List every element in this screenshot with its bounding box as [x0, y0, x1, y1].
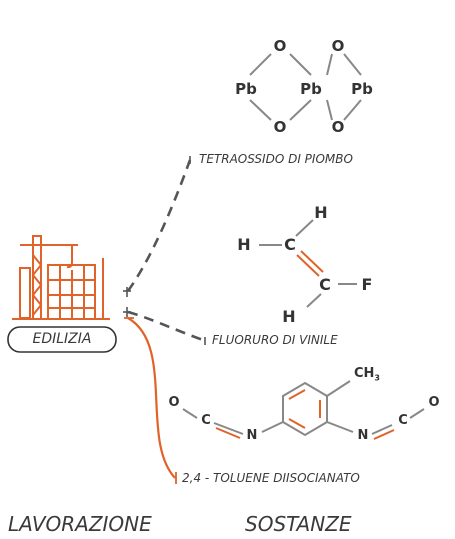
connector-ticks: [123, 156, 206, 345]
vinyl-double-bond: [296, 250, 324, 277]
atom-h: H: [282, 307, 296, 326]
bond: [289, 99, 312, 121]
atom-c: C: [201, 413, 211, 428]
lead-oxide-bonds: [249, 53, 362, 121]
bond-c1-n1-double: [215, 427, 241, 439]
bond-n2-c2: [371, 424, 393, 435]
bond: [343, 53, 362, 76]
bond: [289, 53, 312, 76]
bond: [326, 53, 333, 76]
tdi-structure: [182, 380, 425, 440]
atom-c: C: [398, 413, 408, 428]
atom-n: N: [246, 428, 258, 443]
bond: [343, 99, 362, 121]
substance-label-vinyl-fluoride: FLUORURO DI VINILE: [212, 333, 338, 347]
atom-o: O: [168, 395, 180, 410]
bond-c-h: [295, 219, 314, 237]
bond-c1-n1: [213, 422, 244, 435]
source-label: EDILIZIA: [32, 331, 92, 347]
arrow-to-tdi: [127, 317, 176, 479]
left-tower: [19, 267, 31, 319]
ch3-label: CH: [354, 366, 375, 381]
footer-heading-sostanze: SOSTANZE: [245, 512, 352, 536]
atom-f: F: [361, 275, 373, 294]
substance-label-lead-oxide: TETRAOSSIDO DI PIOMBO: [199, 152, 353, 166]
crane-top: [32, 235, 42, 246]
substance-label-tdi: 2,4 - TOLUENE DIISOCIANATO: [182, 471, 360, 485]
atom-c: C: [319, 275, 331, 294]
scaffold-frame: [47, 264, 96, 318]
atom-o: O: [273, 37, 287, 55]
bond-n2-c2-double: [373, 429, 395, 440]
atom-pb: Pb: [300, 80, 322, 98]
atom-ch3: CH3: [354, 366, 380, 383]
bond: [249, 53, 272, 76]
arrow-to-lead-oxide: [126, 159, 192, 292]
atom-o: O: [331, 118, 345, 136]
atom-pb: Pb: [235, 80, 257, 98]
atom-c: C: [284, 235, 296, 254]
bond-ring-n1: [261, 421, 284, 433]
connectors: [126, 159, 204, 342]
atom-h: H: [314, 203, 328, 222]
ch3-subscript: 3: [374, 373, 380, 383]
bond-o1-c1: [182, 408, 198, 419]
atom-h: H: [237, 235, 251, 254]
crane-lattice: [31, 254, 43, 316]
crane-hook: [66, 261, 73, 269]
ring-double-3: [288, 418, 306, 429]
vinyl-fluoride-bonds: [259, 219, 357, 308]
building-crane-icon: [12, 235, 110, 320]
bond-c2-o2: [409, 408, 425, 419]
arrow-to-vinyl-fluoride: [127, 310, 204, 342]
bond: [249, 99, 272, 121]
double-bond-b: [300, 250, 324, 273]
ring-double-1: [288, 389, 306, 400]
atom-o: O: [428, 395, 440, 410]
bond-ring-n2: [326, 421, 354, 433]
footer-heading-lavorazione: LAVORAZIONE: [8, 512, 152, 536]
atom-n: N: [357, 428, 369, 443]
bond-h-c-bottom: [306, 293, 322, 308]
bond: [326, 99, 333, 121]
bond-ch3: [326, 380, 351, 397]
double-bond-a: [296, 254, 320, 277]
atom-o: O: [331, 37, 345, 55]
atom-o: O: [273, 118, 287, 136]
source-pill: [7, 326, 117, 353]
atom-pb: Pb: [351, 80, 373, 98]
